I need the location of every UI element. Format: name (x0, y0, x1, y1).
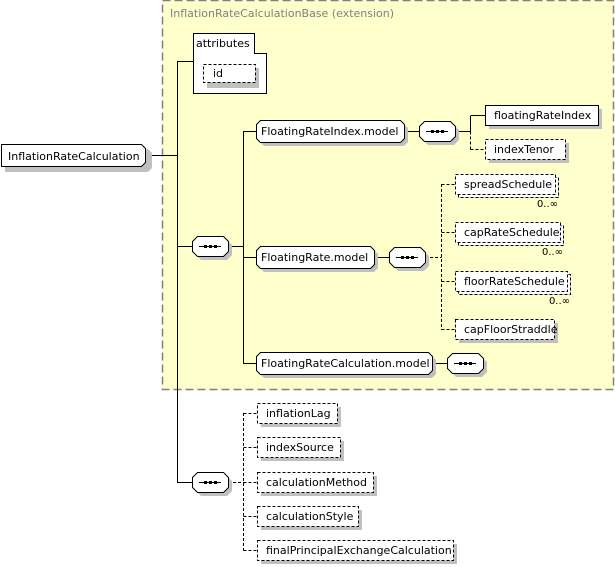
group-floating-rate-index-model[interactable]: FloatingRateIndex.model (256, 120, 409, 147)
element-calculation-style[interactable]: calculationStyle (257, 506, 363, 531)
group-floating-rate-calculation-model[interactable]: FloatingRateCalculation.model (256, 352, 437, 379)
element-final-principal-exchange-calculation-label: finalPrincipalExchangeCalculation (266, 544, 452, 557)
element-index-source[interactable]: indexSource (257, 437, 345, 462)
sequence-compositor-floating-rate-calculation[interactable] (447, 353, 488, 378)
element-cap-rate-schedule[interactable]: capRateSchedule 0..∞ (455, 222, 565, 259)
element-floor-rate-schedule-label: floorRateSchedule (464, 275, 565, 288)
sequence-dot-icon (431, 130, 434, 133)
element-floating-rate-index-label: floatingRateIndex (494, 109, 592, 122)
element-spread-schedule-label: spreadSchedule (464, 178, 552, 191)
element-cap-rate-schedule-label: capRateSchedule (464, 226, 560, 239)
group-floating-rate-calculation-model-label: FloatingRateCalculation.model (261, 357, 430, 370)
element-inflation-lag[interactable]: inflationLag (257, 403, 342, 428)
group-floating-rate-model-label: FloatingRate.model (261, 251, 368, 264)
root-element[interactable]: InflationRateCalculation (1, 144, 153, 173)
element-inflation-lag-label: inflationLag (266, 407, 331, 420)
element-floor-rate-schedule[interactable]: floorRateSchedule 0..∞ (455, 271, 572, 308)
element-cap-rate-schedule-cardinality: 0..∞ (542, 247, 563, 258)
sequence-dot-icon (209, 481, 212, 484)
element-index-tenor[interactable]: indexTenor (485, 139, 570, 164)
sequence-compositor-main[interactable] (192, 236, 233, 261)
element-calculation-method-label: calculationMethod (266, 476, 367, 489)
optional-connector-lines (228, 131, 485, 551)
sequence-compositor-floating-rate[interactable] (389, 247, 430, 272)
sequence-dot-icon (209, 245, 212, 248)
element-floor-rate-schedule-cardinality: 0..∞ (549, 296, 570, 307)
element-calculation-method[interactable]: calculationMethod (257, 472, 378, 497)
sequence-dot-icon (441, 130, 444, 133)
sequence-compositor-inflation[interactable] (192, 472, 233, 497)
group-floating-rate-model[interactable]: FloatingRate.model (256, 246, 379, 273)
attributes-label: attributes (196, 37, 250, 50)
extension-title: InflationRateCalculationBase (extension) (170, 7, 394, 20)
attribute-id-label: id (213, 67, 223, 80)
root-element-label: InflationRateCalculation (8, 150, 140, 163)
element-index-source-label: indexSource (266, 441, 334, 454)
element-cap-floor-straddle[interactable]: capFloorStraddle (455, 319, 559, 344)
element-calculation-style-label: calculationStyle (266, 510, 354, 523)
connector-lines (146, 61, 485, 483)
group-floating-rate-index-model-label: FloatingRateIndex.model (261, 125, 398, 138)
element-floating-rate-index[interactable]: floatingRateIndex (485, 105, 603, 130)
sequence-dot-icon (464, 362, 467, 365)
sequence-dot-icon (214, 245, 217, 248)
element-spread-schedule[interactable]: spreadSchedule 0..∞ (455, 174, 560, 211)
attributes-group[interactable]: attributes id (193, 33, 267, 94)
sequence-dot-icon (204, 245, 207, 248)
sequence-dot-icon (406, 256, 409, 259)
element-spread-schedule-cardinality: 0..∞ (537, 199, 558, 210)
element-final-principal-exchange-calculation[interactable]: finalPrincipalExchangeCalculation (257, 540, 458, 565)
sequence-dot-icon (204, 481, 207, 484)
sequence-compositor-floating-rate-index[interactable] (419, 121, 460, 146)
sequence-dot-icon (411, 256, 414, 259)
element-cap-floor-straddle-label: capFloorStraddle (464, 323, 558, 336)
sequence-dot-icon (469, 362, 472, 365)
sequence-dot-icon (214, 481, 217, 484)
attribute-id[interactable] (203, 64, 256, 83)
sequence-dot-icon (436, 130, 439, 133)
sequence-dot-icon (401, 256, 404, 259)
element-index-tenor-label: indexTenor (494, 143, 554, 156)
sequence-dot-icon (459, 362, 462, 365)
